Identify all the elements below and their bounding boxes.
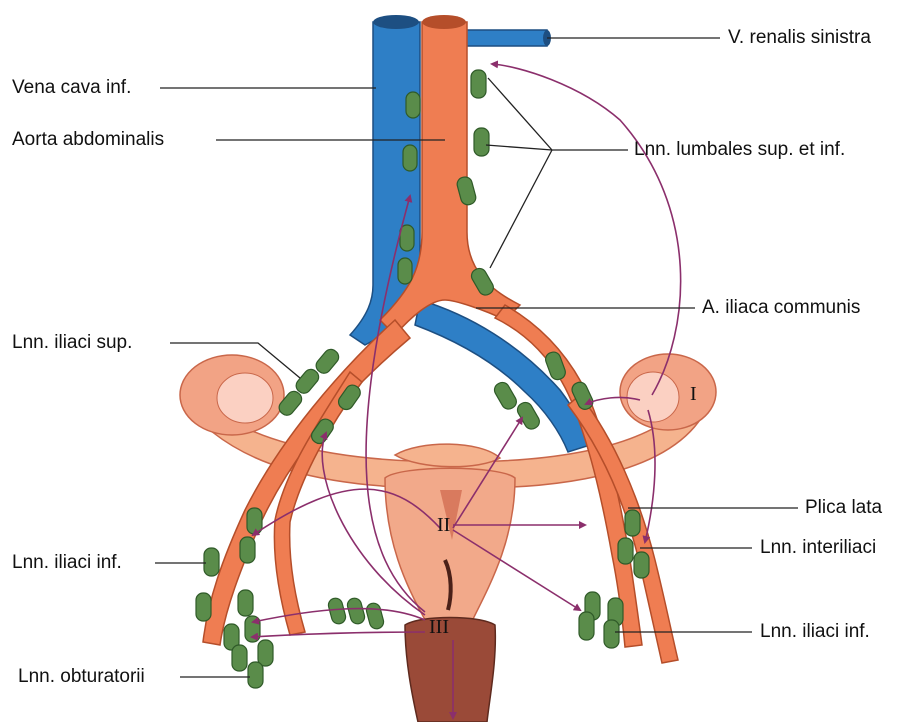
label-iliac-sup: Lnn. iliaci sup.	[12, 333, 132, 352]
vagina	[405, 618, 495, 722]
left-ovary	[180, 355, 284, 435]
label-interiliac: Lnn. interiliaci	[760, 538, 876, 557]
region-marker-two: II	[437, 515, 450, 535]
label-aorta: Aorta abdominalis	[12, 130, 164, 149]
label-iliac-inf-right: Lnn. iliaci inf.	[760, 622, 870, 641]
label-obturator: Lnn. obturatorii	[18, 667, 145, 686]
label-plica-lata: Plica lata	[805, 498, 882, 517]
label-vena-cava: Vena cava inf.	[12, 78, 131, 97]
left-renal-vein	[462, 30, 547, 46]
label-common-iliac: A. iliaca communis	[702, 298, 860, 317]
label-lumbar-nodes: Lnn. lumbales sup. et inf.	[634, 140, 845, 159]
region-marker-three: III	[429, 617, 449, 637]
right-ovary	[620, 354, 716, 430]
label-renal-vein: V. renalis sinistra	[728, 28, 871, 47]
label-iliac-inf-left: Lnn. iliaci inf.	[12, 553, 122, 572]
region-marker-one: I	[690, 384, 697, 404]
